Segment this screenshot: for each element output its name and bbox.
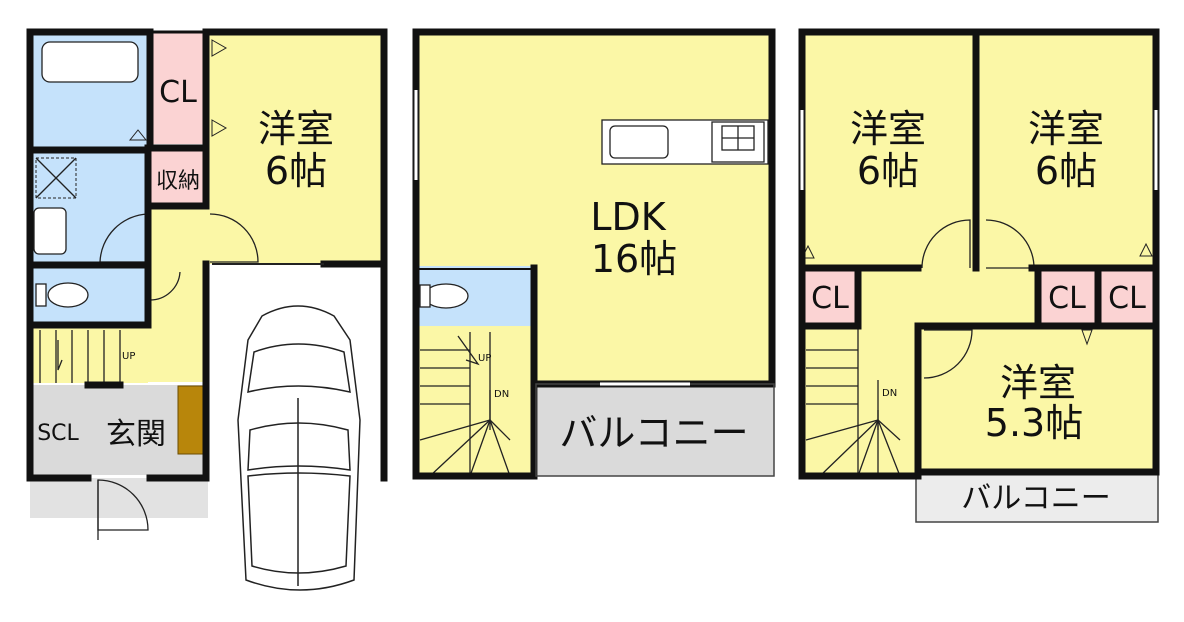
stairs-up-label-1f: UP [122,351,135,362]
balcony-3f [915,473,1159,523]
floor-3: 洋室 6帖 洋室 6帖 CL CL CL 洋室 5.3帖 DN バルコニー [798,28,1160,523]
ldk-name: LDK [590,195,666,239]
door-arc-entrance [97,479,149,531]
room-size-1f: 6帖 [265,149,327,193]
western-room-3f-small [918,326,1156,472]
sink-icon [33,207,67,255]
room-name-3f-right: 洋室 [1028,107,1104,151]
closet-label-3f-right: CL [1108,281,1146,316]
hall-1f [148,206,206,382]
room-size-3f-left: 6帖 [857,149,919,193]
stairs-3f [805,326,901,477]
stair-1f [30,325,148,383]
western-room-3f-right [976,32,1156,268]
closet-label-1f: CL [159,75,197,110]
shoe-cabinet [177,385,205,455]
bathtub [41,41,139,83]
balcony-2f [538,384,774,476]
floor-1: CL 収納 洋室 6帖 UP SCL 玄関 [26,28,388,591]
western-room-1f [206,32,384,264]
closet-label-3f-mid: CL [1048,281,1086,316]
stairs-down-label-2f: DN [494,389,509,400]
closet-label-3f-left: CL [811,281,849,316]
room-name-3f-left: 洋室 [850,107,926,151]
door-arc-room-1f [209,213,259,263]
washing-machine-icon [35,157,77,199]
closet-1f [150,32,206,144]
room-size-3f-right: 6帖 [1035,149,1097,193]
balcony-label-3f: バルコニー [961,481,1110,516]
room-name-1f: 洋室 [258,107,334,151]
room-size-3f-small: 5.3帖 [985,401,1083,445]
entrance-label: 玄関 [106,417,166,452]
stairs-2f [419,332,511,477]
room-name-3f-small: 洋室 [1000,361,1076,405]
closet-3f-left [802,268,858,324]
stairs-up-label-2f: UP [478,353,491,364]
balcony-label-2f: バルコニー [559,411,748,455]
shoe-closet-area [30,385,88,475]
stairs-1f [39,330,121,383]
parked-car [237,305,361,591]
storage-label: 収納 [156,169,200,194]
shoe-closet-label: SCL [37,421,79,446]
western-room-3f-left [802,32,976,268]
closet-3f-mid [1038,268,1096,326]
toilet-icon [47,282,89,308]
stair-3f [802,326,918,476]
stairs-down-label-3f: DN [882,388,897,399]
hall-3f [858,268,1038,326]
closet-3f-right [1098,268,1156,326]
stair-2f [416,326,534,476]
kitchen-counter [601,119,769,165]
ldk-size: 16帖 [591,237,677,281]
storage-1f [148,148,206,206]
floor-2: LDK 16帖 UP DN バルコニー [412,28,776,480]
